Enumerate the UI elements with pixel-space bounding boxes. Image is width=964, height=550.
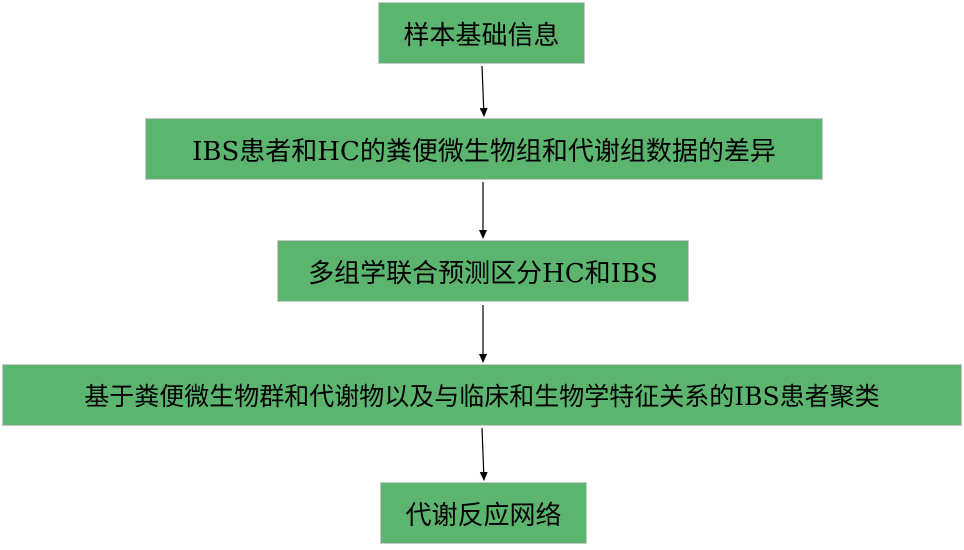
step-label: 多组学联合预测区分HC和IBS: [308, 258, 658, 289]
step-box-metabolic-network: 代谢反应网络: [380, 482, 587, 544]
arrow-1-to-2: [479, 65, 488, 117]
step-label: 代谢反应网络: [405, 500, 562, 531]
step-label: 样本基础信息: [403, 20, 560, 51]
step-box-multiomics-prediction: 多组学联合预测区分HC和IBS: [277, 240, 689, 302]
step-box-patient-clustering: 基于粪便微生物群和代谢物以及与临床和生物学特征关系的IBS患者聚类: [2, 364, 962, 426]
arrow-4-to-5: [479, 427, 488, 481]
step-label: 基于粪便微生物群和代谢物以及与临床和生物学特征关系的IBS患者聚类: [84, 382, 880, 411]
step-box-group-differences: IBS患者和HC的粪便微生物组和代谢组数据的差异: [145, 118, 823, 180]
step-box-sample-info: 样本基础信息: [378, 2, 585, 64]
step-label: IBS患者和HC的粪便微生物组和代谢组数据的差异: [192, 136, 776, 167]
